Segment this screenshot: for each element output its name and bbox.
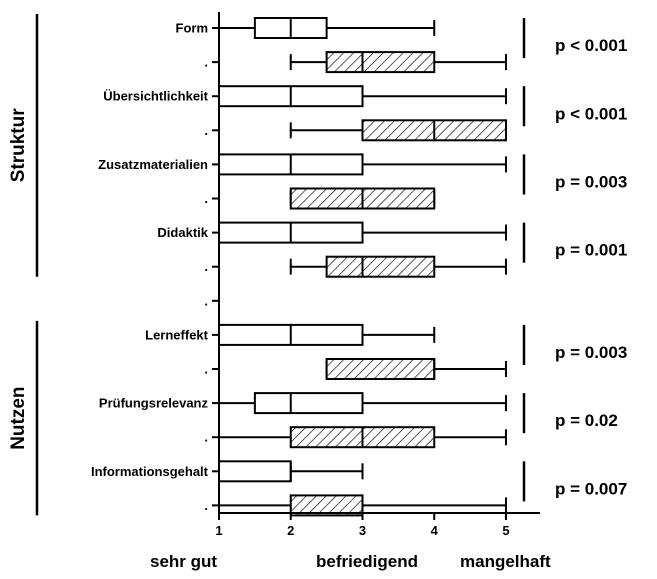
category-label: . [204, 293, 208, 308]
x-tick-label: 4 [431, 523, 439, 538]
box-hatched [325, 358, 436, 380]
x-tick-label: 3 [359, 523, 366, 538]
category-label: Informationsgehalt [91, 464, 209, 479]
category-label: . [204, 191, 208, 206]
p-value-label: p = 0.001 [555, 241, 627, 260]
box-hatched [325, 51, 436, 74]
scale-label: sehr gut [150, 552, 217, 571]
category-label: Prüfungsrelevanz [99, 396, 209, 411]
category-label: . [204, 430, 208, 445]
p-value-label: p = 0.003 [555, 343, 627, 362]
group-label: Struktur [8, 108, 29, 183]
scale-label: mangelhaft [460, 552, 551, 571]
p-value-label: p < 0.001 [555, 36, 627, 55]
x-tick-label: 1 [215, 523, 222, 538]
category-label: Übersichtlichkeit [103, 89, 208, 104]
p-value-label: p = 0.003 [555, 172, 627, 191]
box [218, 460, 292, 483]
category-label: Lerneffekt [145, 327, 209, 342]
group-label: Nutzen [8, 386, 29, 449]
box [253, 392, 364, 415]
category-label: Form [176, 21, 209, 36]
category-label: Zusatzmaterialien [98, 157, 208, 172]
box-hatched [325, 255, 436, 278]
category-label: . [204, 498, 208, 513]
p-value-label: p = 0.02 [555, 411, 618, 430]
category-label: . [204, 362, 208, 377]
category-label: . [204, 123, 208, 138]
x-tick-label: 2 [287, 523, 294, 538]
x-tick-label: 5 [502, 523, 509, 538]
scale-label: befriedigend [316, 552, 418, 571]
category-label: . [204, 55, 208, 70]
category-label: . [204, 259, 208, 274]
p-value-label: p < 0.001 [555, 104, 627, 123]
p-value-label: p = 0.007 [555, 479, 627, 498]
category-label: Didaktik [157, 225, 208, 240]
plot-area: Form. Übersichtlichkeit. Zusatzmaterialien… [8, 12, 627, 571]
